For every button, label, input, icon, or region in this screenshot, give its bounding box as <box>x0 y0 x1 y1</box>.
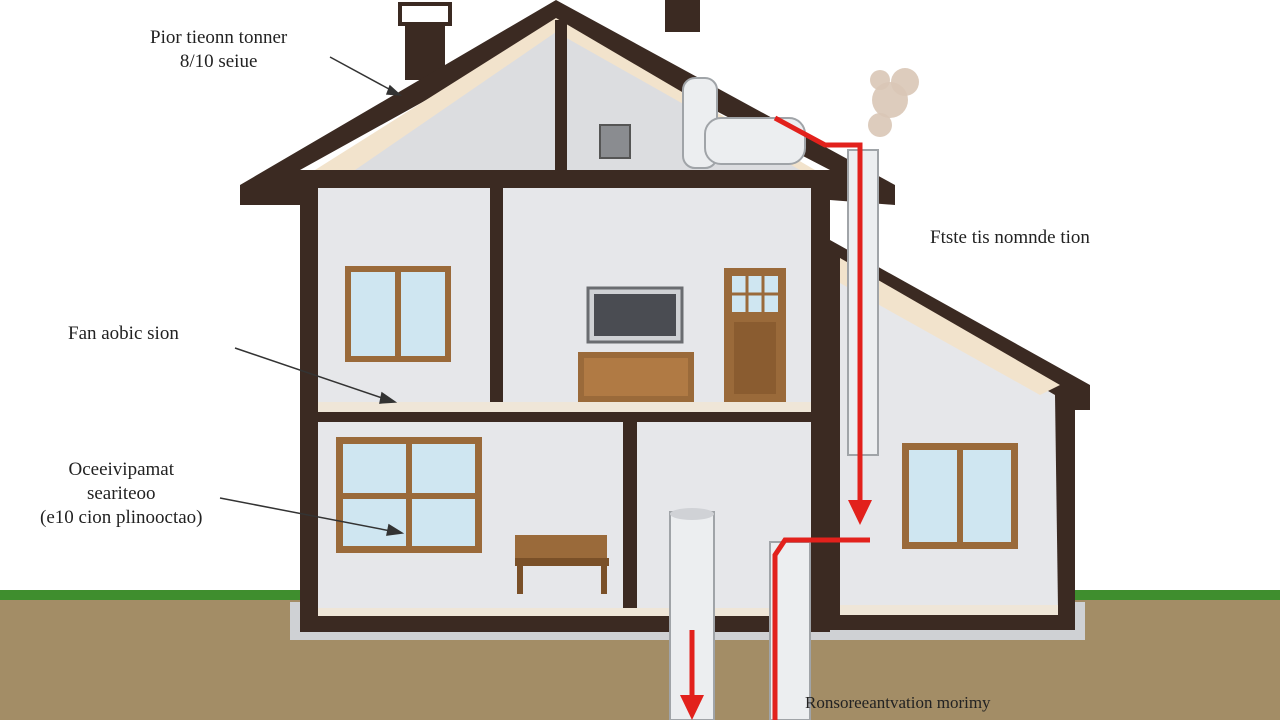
exhaust-pipe <box>847 149 879 456</box>
exhaust-smoke-icon <box>868 68 919 137</box>
soil-label: Ronsoreeantvation morimy <box>805 692 991 713</box>
ground-floor-label: Oceeivipamat seariteoo (e10 cion plinooc… <box>40 458 203 529</box>
ground-floor-label-line2: seariteoo <box>86 482 156 504</box>
upper-floor-label-line1: Fan aobic sion <box>68 323 179 344</box>
upper-floor-label: Fan aobic sion <box>68 322 179 346</box>
window-icon <box>345 266 451 362</box>
center-chimney <box>665 0 700 32</box>
lower-floor-slab <box>318 608 811 616</box>
grass-strip-right <box>1075 590 1280 600</box>
window-icon <box>902 443 1018 549</box>
window-icon <box>336 437 482 553</box>
tv-stand-icon <box>578 352 694 402</box>
ground-floor-label-line1: Oceeivipamat <box>68 459 175 480</box>
bench-icon <box>515 535 609 594</box>
right-pipe-label-line1: Ftste tis nomnde tion <box>930 227 1090 248</box>
right-pipe-label: Ftste tis nomnde tion <box>930 226 1090 250</box>
soil-label-line1: Ronsoreeantvation morimy <box>805 693 991 712</box>
radon-fan-icon <box>682 77 806 169</box>
callout-lines <box>219 56 405 536</box>
grass-strip-left <box>0 590 300 600</box>
suction-pipe-cap <box>670 508 714 520</box>
roof-vent-label-line2: 8/10 seiue <box>179 50 258 72</box>
attic-vent-box <box>599 124 631 159</box>
roof-vent-label: Pior tieonn tonner 8/10 seiue <box>150 26 287 74</box>
television-icon <box>586 286 684 344</box>
flow-arrow-icon <box>680 695 704 720</box>
flow-arrow-icon <box>848 500 872 525</box>
upper-floor-slab <box>318 402 811 412</box>
door-icon <box>724 268 786 402</box>
ground-floor-label-line3: (e10 cion plinooctao) <box>40 506 203 528</box>
airflow-path <box>680 115 872 720</box>
roof-vent-label-line1: Pior tieonn tonner <box>150 27 288 48</box>
